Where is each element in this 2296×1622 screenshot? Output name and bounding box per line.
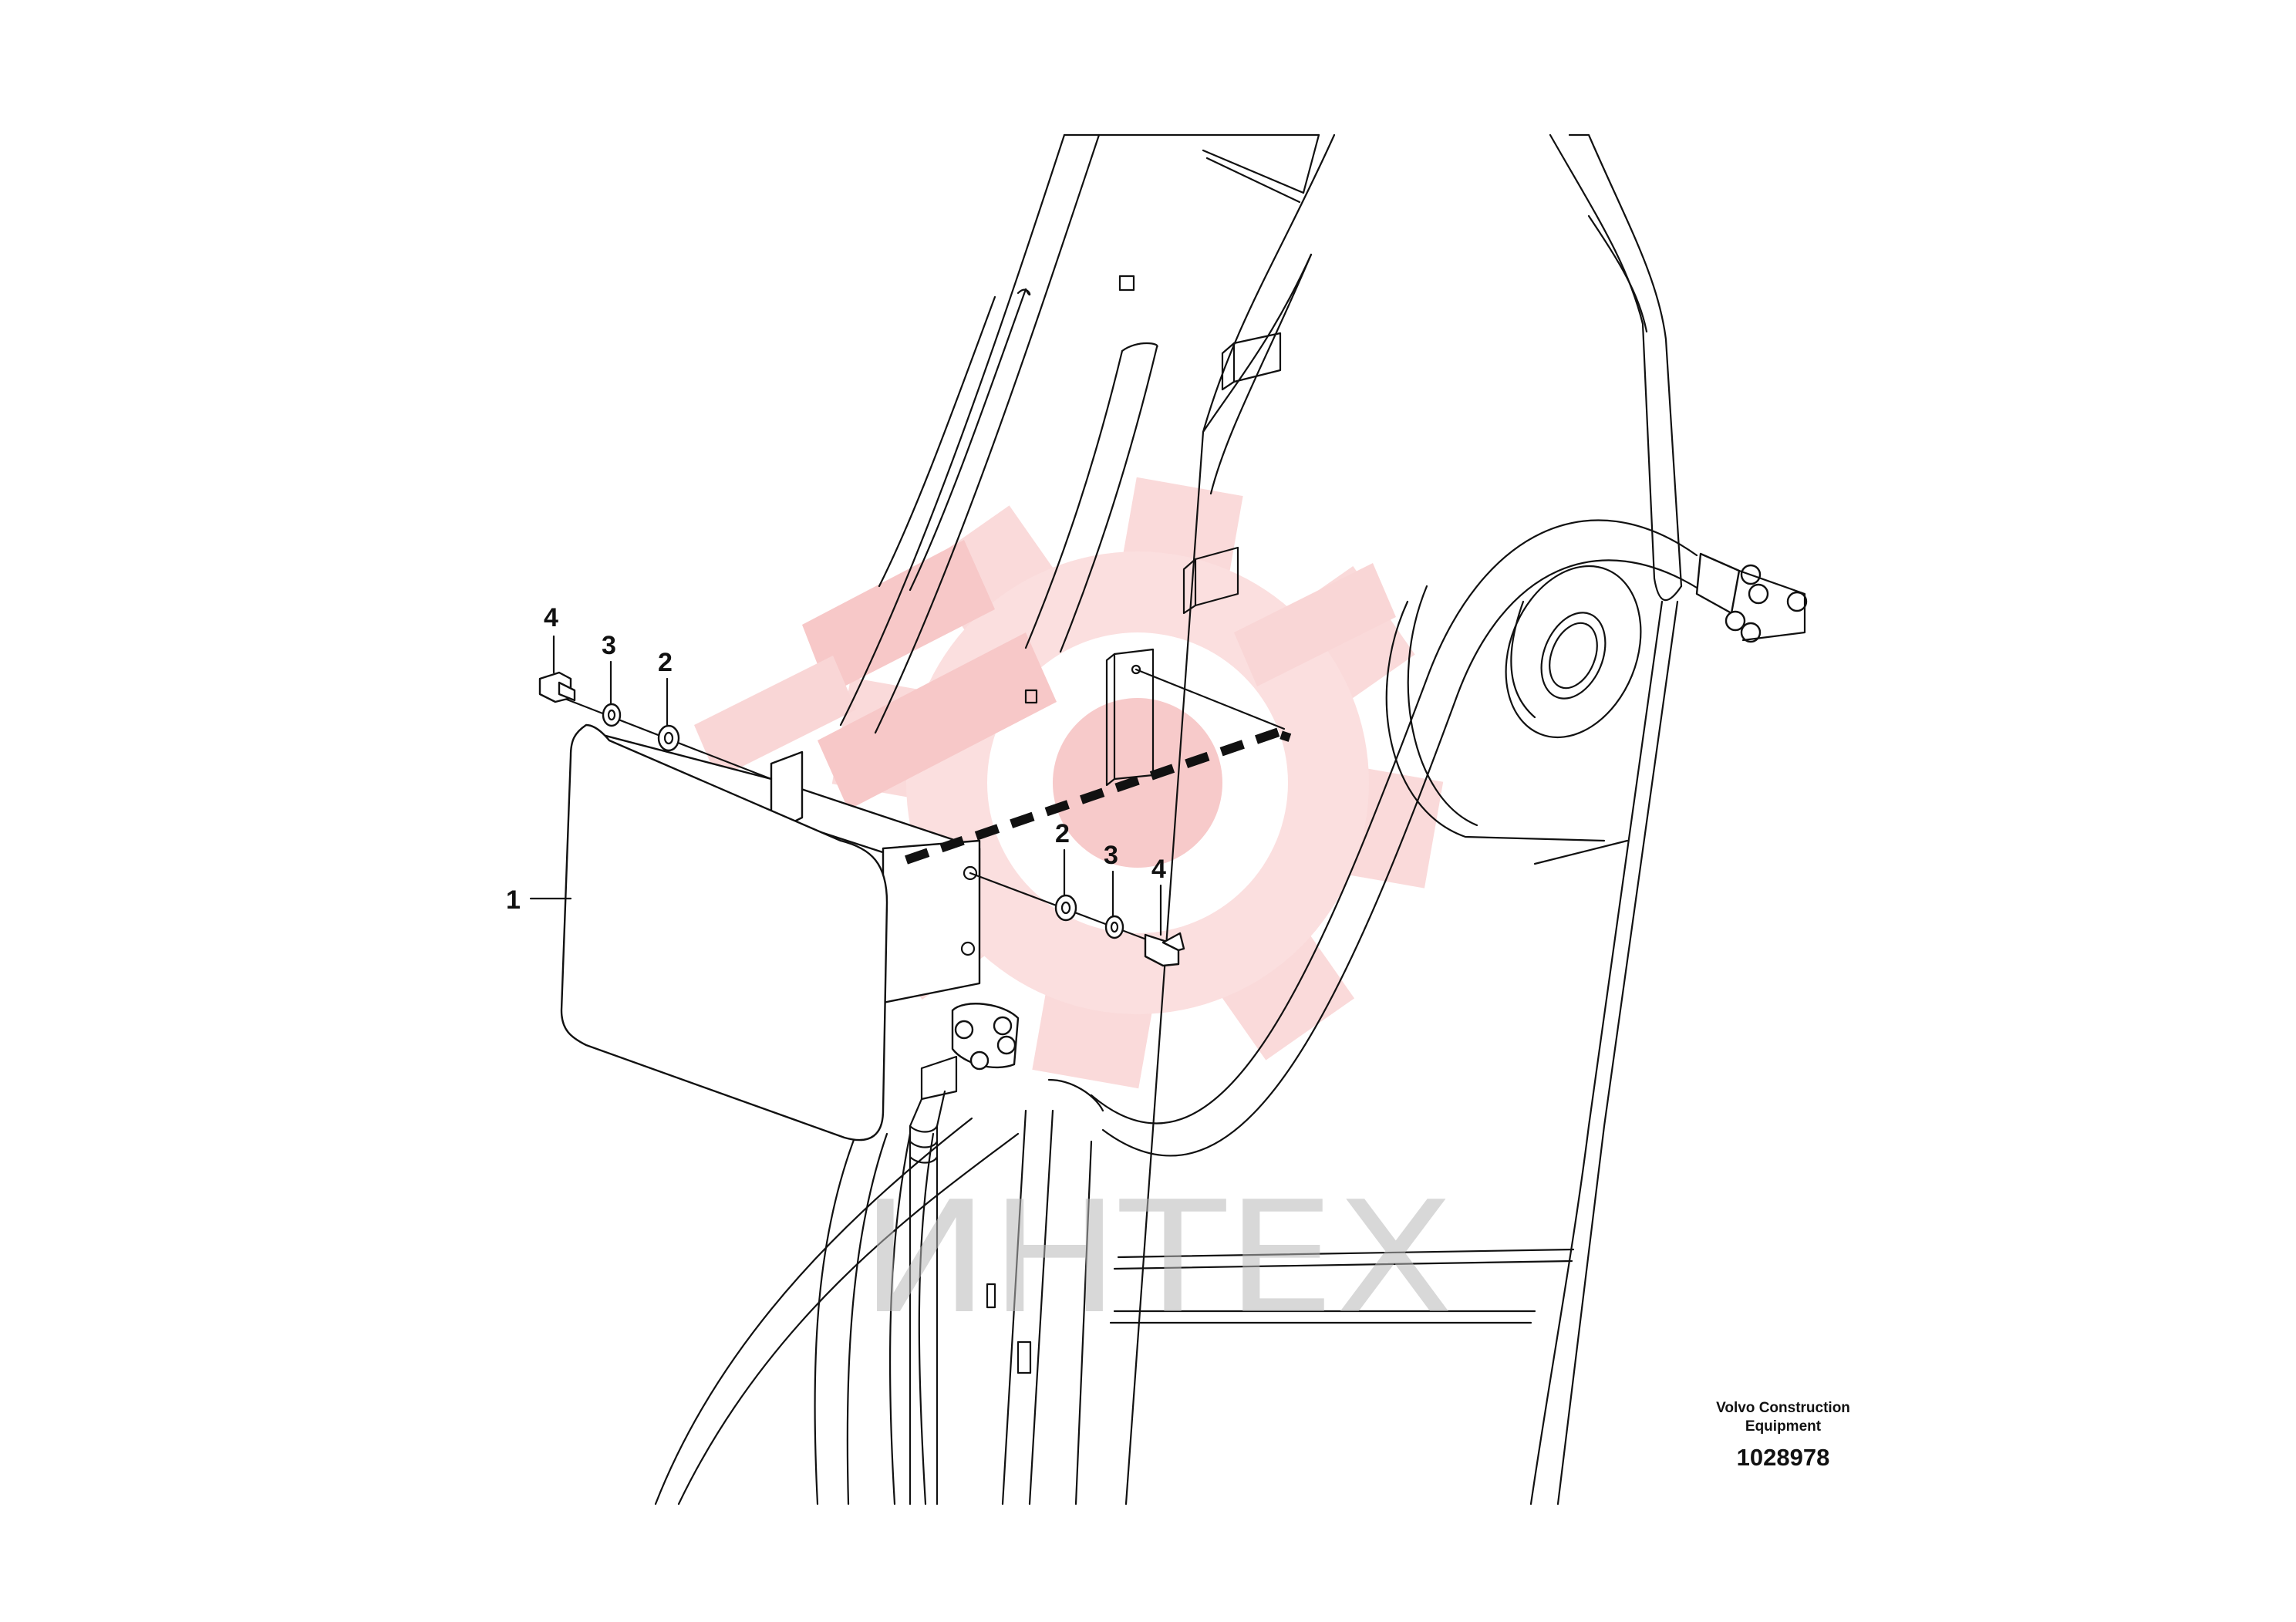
fasteners-upper bbox=[538, 671, 773, 781]
callout-1: 1 bbox=[506, 885, 521, 915]
brand-line-2: Equipment bbox=[1745, 1418, 1822, 1435]
washer-icon[interactable] bbox=[657, 724, 680, 752]
brand-line-1: Volvo Construction bbox=[1716, 1400, 1850, 1416]
fasteners-lower bbox=[969, 872, 1185, 967]
callout-4-lower: 4 bbox=[1151, 855, 1166, 884]
hydraulic-hose bbox=[909, 519, 1808, 1506]
lock-washer-icon[interactable] bbox=[602, 703, 622, 727]
pivot-pin bbox=[1385, 565, 1642, 842]
watermark-text: ИНТЕХ bbox=[860, 1168, 1454, 1348]
callout-leaders bbox=[529, 635, 1162, 936]
watermark-stripes bbox=[694, 540, 1396, 810]
bolt-icon[interactable] bbox=[1144, 932, 1185, 967]
boom-structure bbox=[654, 133, 1683, 1506]
callout-2-upper: 2 bbox=[658, 648, 673, 677]
bolt-icon[interactable] bbox=[538, 671, 576, 703]
lock-washer-icon[interactable] bbox=[1104, 915, 1124, 939]
title-block: Volvo Construction Equipment 1028978 bbox=[1716, 1400, 1850, 1471]
callout-4-upper: 4 bbox=[544, 603, 558, 632]
callout-3-upper: 3 bbox=[602, 631, 616, 660]
washer-icon[interactable] bbox=[1054, 894, 1077, 922]
callout-labels: 4 3 2 1 2 3 4 bbox=[506, 603, 1166, 915]
part-number: 1028978 bbox=[1737, 1444, 1830, 1471]
callout-2-lower: 2 bbox=[1055, 819, 1070, 848]
mounting-bracket bbox=[560, 723, 981, 1141]
hidden-line bbox=[905, 668, 1296, 865]
callout-3-lower: 3 bbox=[1104, 841, 1118, 870]
